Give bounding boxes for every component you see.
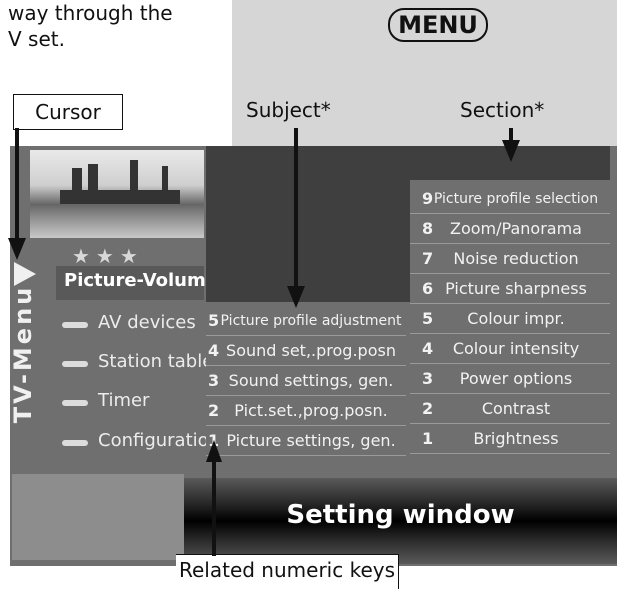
numeric-keys-callout-box [176, 554, 399, 589]
subject-arrow-line [294, 128, 298, 288]
section-item[interactable]: 9 Picture profile selection [410, 184, 610, 214]
subject-item[interactable]: 5 Picture profile adjustment [206, 306, 406, 336]
sidebar-item-picture-volume[interactable]: Picture-Volume [56, 266, 218, 300]
subject-item[interactable]: 4 Sound set,.prog.posn [206, 336, 406, 366]
numeric-key: 4 [422, 339, 434, 358]
setting-window [184, 478, 617, 564]
numeric-key: 8 [422, 219, 434, 238]
numeric-key: 6 [422, 279, 434, 298]
subject-item-label: Pict.set.,prog.posn. [234, 401, 388, 420]
menu-bar-icon [62, 322, 88, 328]
tv-menu-title-text: TV-Menu [9, 284, 37, 424]
numeric-key: 2 [208, 401, 220, 420]
section-item-label: Colour intensity [452, 339, 580, 358]
cursor-arrow-icon [8, 238, 26, 260]
setting-window-label: Setting window [286, 500, 515, 530]
thumbnail-image [30, 150, 204, 238]
numeric-key: 9 [422, 189, 434, 208]
cursor-arrow-line [15, 128, 19, 240]
numeric-key: 5 [208, 311, 220, 330]
intro-text: way through the V set. [8, 1, 173, 51]
subject-item-label: Sound set,.prog.posn [226, 341, 396, 360]
subject-item[interactable]: 1 Picture settings, gen. [206, 426, 406, 456]
sidebar-item-configuration[interactable]: Configuration [36, 426, 220, 460]
section-item-label: Picture sharpness [445, 279, 587, 298]
subject-item-label: Picture settings, gen. [226, 431, 396, 450]
subject-item-label: Picture profile adjustment [220, 313, 402, 329]
subject-item[interactable]: 2 Pict.set.,prog.posn. [206, 396, 406, 426]
numeric-key: 3 [208, 371, 220, 390]
section-item[interactable]: 5 Colour impr. [410, 304, 610, 334]
section-item[interactable]: 3 Power options [410, 364, 610, 394]
section-item-label: Power options [459, 369, 573, 388]
numeric-key: 1 [422, 429, 434, 448]
numeric-key: 5 [422, 309, 434, 328]
numeric-key: 7 [422, 249, 434, 268]
subject-callout: Subject* [246, 98, 331, 122]
section-item-label: Contrast [481, 399, 551, 418]
tv-menu-title: TV-Menu [8, 260, 38, 460]
section-item[interactable]: 7 Noise reduction [410, 244, 610, 274]
numeric-keys-arrow-icon [206, 440, 222, 462]
subject-item-label: Sound settings, gen. [228, 371, 394, 390]
section-item[interactable]: 6 Picture sharpness [410, 274, 610, 304]
sidebar-item-timer[interactable]: Timer [36, 386, 202, 420]
sidebar-item-label: Station table [98, 351, 214, 372]
sidebar-item-station-table[interactable]: Station table [36, 347, 213, 381]
sidebar-item-label: Picture-Volume [64, 270, 218, 291]
section-callout: Section* [460, 98, 545, 122]
section-item-label: Zoom/Panorama [450, 219, 582, 238]
numeric-key: 3 [422, 369, 434, 388]
sidebar-item-av-devices[interactable]: AV devices [36, 308, 202, 342]
numeric-keys-arrow-line [212, 460, 216, 556]
subject-list: 5 Picture profile adjustment 4 Sound set… [206, 302, 406, 460]
sidebar-item-label: Configuration [98, 430, 221, 451]
section-item-label: Picture profile selection [433, 191, 599, 207]
sidebar-item-label: Timer [98, 390, 150, 411]
section-item-label: Brightness [473, 429, 559, 448]
section-item[interactable]: 2 Contrast [410, 394, 610, 424]
menu-bar-icon [62, 440, 88, 446]
menu-bar-icon [62, 361, 88, 367]
numeric-key: 2 [422, 399, 434, 418]
section-list: 9 Picture profile selection 8 Zoom/Panor… [410, 180, 610, 460]
subject-header-panel [206, 146, 410, 302]
section-item[interactable]: 8 Zoom/Panorama [410, 214, 610, 244]
section-item-label: Noise reduction [453, 249, 579, 268]
numeric-keys-callout: Related numeric keys [178, 558, 395, 582]
menu-key-label: MENU [388, 8, 488, 42]
menu-bar-icon [62, 400, 88, 406]
cursor-callout: Cursor [13, 94, 123, 130]
section-arrow-line [509, 128, 513, 142]
section-arrow-icon [502, 140, 520, 162]
subject-arrow-icon [287, 286, 305, 308]
section-item[interactable]: 4 Colour intensity [410, 334, 610, 364]
section-item[interactable]: 1 Brightness [410, 424, 610, 454]
preview-box [12, 474, 184, 560]
section-item-label: Colour impr. [467, 309, 565, 328]
subject-item[interactable]: 3 Sound settings, gen. [206, 366, 406, 396]
numeric-key: 4 [208, 341, 220, 360]
cursor-pointer-icon [14, 262, 36, 286]
rating-stars: ★★★ [72, 244, 144, 268]
sidebar-item-label: AV devices [98, 312, 196, 333]
